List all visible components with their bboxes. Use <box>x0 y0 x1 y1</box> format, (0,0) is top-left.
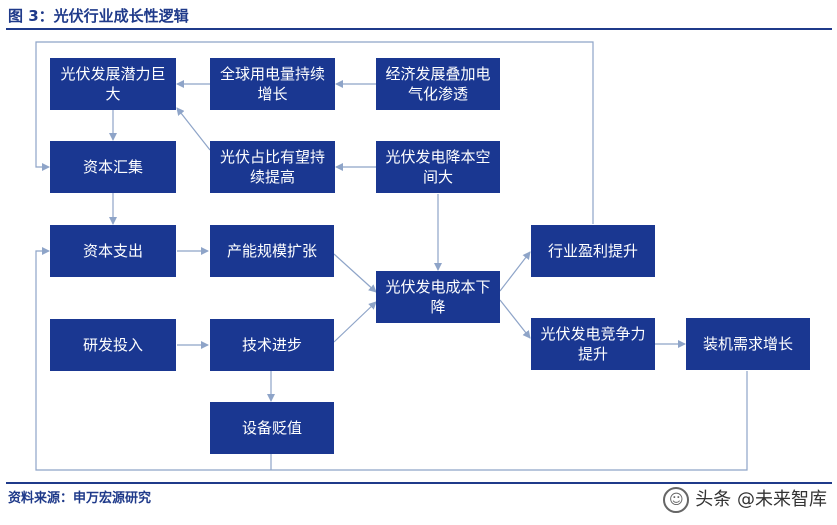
node-install: 装机需求增长 <box>686 318 810 370</box>
edge-capacity-to-costdown <box>333 253 377 293</box>
watermark: ☺ 头条 @未来智库 <box>663 478 827 522</box>
edge-costdown-to-competitive <box>499 299 531 339</box>
node-rnd: 研发投入 <box>50 319 176 371</box>
node-global-power: 全球用电量持续增长 <box>210 58 335 110</box>
node-pv-potential: 光伏发展潜力巨大 <box>50 58 176 110</box>
node-capital-gather: 资本汇集 <box>50 141 176 193</box>
source-note: 资料来源：申万宏源研究 <box>8 491 152 506</box>
node-tech: 技术进步 <box>210 319 334 371</box>
node-competitive: 光伏发电竞争力提升 <box>531 318 655 370</box>
bottom-divider <box>6 482 832 484</box>
watermark-logo-icon: ☺ <box>663 487 690 513</box>
edge-costdown-to-profit <box>499 251 531 292</box>
node-profit: 行业盈利提升 <box>531 225 655 277</box>
node-cost-space: 光伏发电降本空间大 <box>376 141 500 193</box>
node-cost-down: 光伏发电成本下降 <box>376 271 500 323</box>
node-capex: 资本支出 <box>50 225 176 277</box>
node-pv-share: 光伏占比有望持续提高 <box>210 141 335 193</box>
edge-share-to-potential <box>176 107 211 151</box>
edge-tech-to-costdown <box>333 301 377 343</box>
node-economy: 经济发展叠加电气化渗透 <box>376 58 500 110</box>
node-depreciation: 设备贬值 <box>210 402 334 454</box>
figure-title: 图 3：光伏行业成长性逻辑 <box>8 7 189 25</box>
watermark-text: 头条 @未来智库 <box>695 489 827 510</box>
edge-install-loop-to-capex <box>35 247 748 471</box>
node-capacity: 产能规模扩张 <box>210 225 334 277</box>
edge-profit-loop-to-capital <box>35 41 594 224</box>
top-divider <box>6 28 832 30</box>
